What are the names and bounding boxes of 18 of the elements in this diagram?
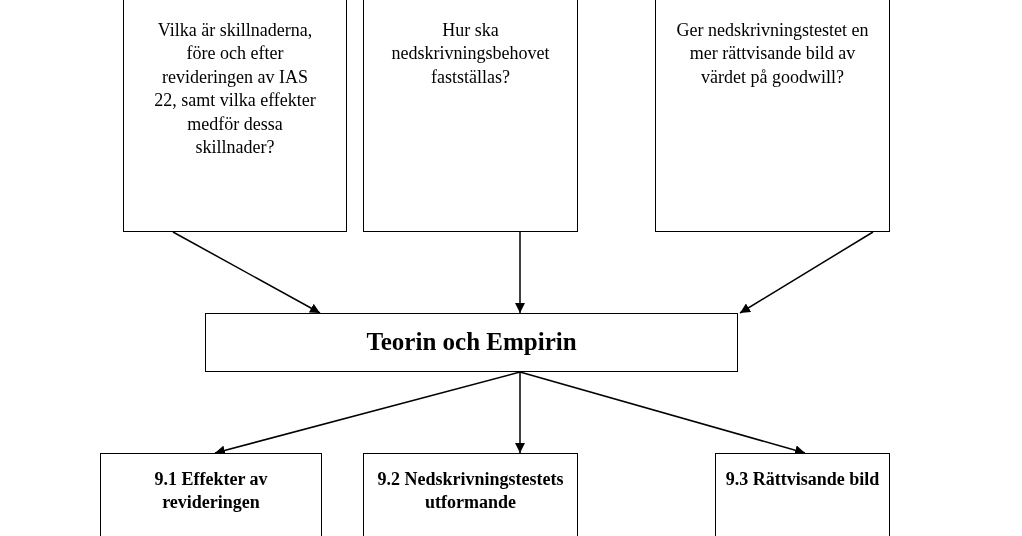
- box-text: 9.2 Nedskrivningstestets utformande: [376, 468, 565, 515]
- box-text: Vilka är skillnaderna, före och efter revideringen av IAS 22, samt vilka effekter medför dessa skillnader?: [153, 19, 317, 159]
- arrow: [172, 231, 321, 314]
- box-text: 9.1 Effekter av revideringen: [153, 468, 269, 515]
- question-box: [123, 0, 347, 232]
- question-box: [655, 0, 890, 232]
- box-text: Hur ska nedskrivningsbehovet fastställas?: [390, 19, 551, 89]
- section-box: [363, 453, 578, 536]
- question-box: [363, 0, 578, 232]
- arrow: [515, 231, 525, 314]
- box-text: 9.3 Rättvisande bild: [725, 468, 880, 491]
- box-text: Ger nedskrivningstestet en mer rättvisande bild av värdet på goodwill?: [675, 19, 870, 89]
- box-text: Teorin och Empirin: [366, 327, 577, 358]
- arrow: [739, 231, 874, 314]
- arrow: [515, 371, 525, 454]
- section-box: [100, 453, 322, 536]
- process-box: [205, 313, 738, 372]
- section-box: [715, 453, 890, 536]
